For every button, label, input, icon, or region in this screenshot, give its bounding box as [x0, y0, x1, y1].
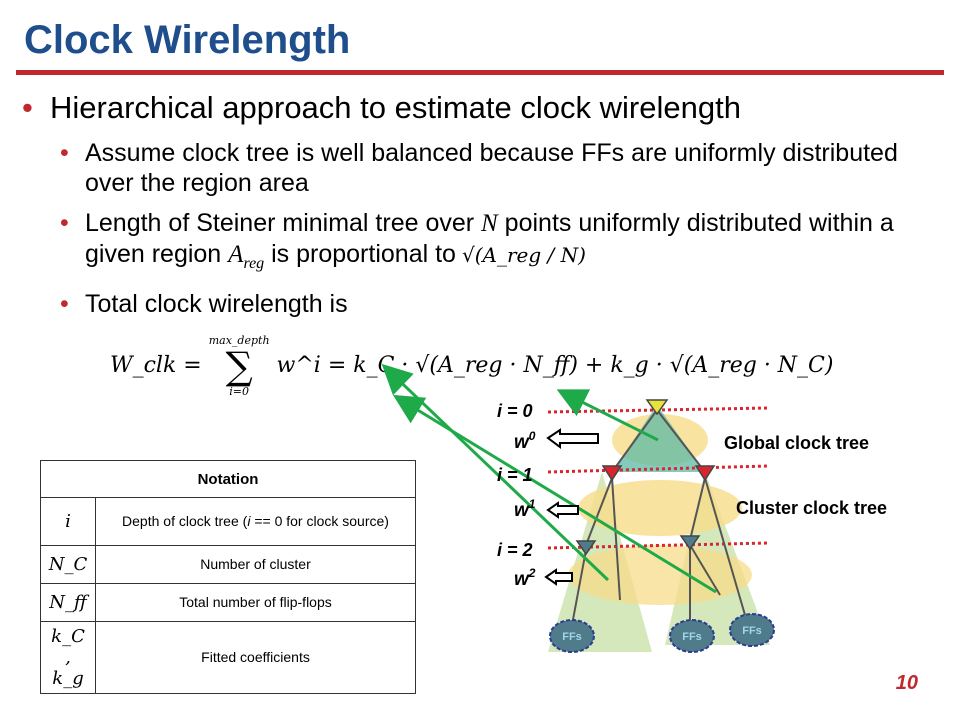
ffs-label: FFs — [742, 625, 762, 637]
steiner-text-c: is proportional to — [264, 240, 456, 268]
weight-arrow-icon-2 — [544, 568, 573, 586]
desc-text-b: == 0 for clock source) — [250, 513, 389, 529]
ffs-cluster-left: FFs — [549, 619, 595, 653]
bullet-sub-balanced: Assume clock tree is well balanced becau… — [60, 138, 942, 198]
steiner-text-a: Length of Steiner minimal tree over — [85, 209, 482, 237]
wirelength-formula: W_clk = max_depth ∑ i=0 w^i = k_C · √(A_… — [110, 334, 833, 398]
steiner-reg: reg — [243, 255, 265, 272]
global-tree-label: Global clock tree — [724, 433, 869, 453]
bullet-sub-steiner: Length of Steiner minimal tree over N po… — [60, 208, 942, 279]
weight-label-0: w0 — [514, 429, 536, 453]
title-divider — [16, 70, 944, 75]
ffs-cluster-right: FFs — [729, 613, 775, 647]
global-tree-region — [612, 405, 705, 472]
level1-node-icon — [694, 465, 716, 482]
notation-table: Notation i Depth of clock tree (i == 0 f… — [40, 460, 416, 694]
level-label-2: i = 2 — [497, 540, 533, 560]
symbol-cell: k_C , k_g — [40, 621, 96, 694]
arrow-global-to-formula — [556, 389, 659, 442]
arrow-cluster2-to-formula — [381, 363, 610, 582]
ffs-cluster-middle: FFs — [669, 619, 715, 653]
bullet-sub-total: Total clock wirelength is — [60, 289, 942, 319]
slide-title: Clock Wirelength — [24, 18, 351, 62]
cluster-tree-label: Cluster clock tree — [736, 498, 887, 518]
weight-w: w — [514, 500, 530, 521]
steiner-text-b: points uniformly distributed within a gi… — [85, 209, 894, 268]
weight-w: w — [514, 432, 530, 453]
weight-arrow-icon-1 — [546, 501, 579, 519]
level1-node-icon — [601, 465, 623, 482]
level-2-ellipse — [568, 545, 752, 605]
formula-rhs: w^i = k_C · √(A_reg · N_ff) + k_g · √(A_… — [276, 353, 834, 378]
description-cell: Fitted coefficients — [95, 621, 416, 694]
level2-node-icon — [575, 540, 597, 556]
symbol-cell: i — [40, 497, 96, 546]
steiner-a: A — [228, 241, 244, 268]
weight-arrow-icon-0 — [546, 428, 599, 449]
level-line-1 — [547, 464, 769, 474]
bullet-main: Hierarchical approach to estimate clock … — [22, 88, 942, 128]
sum-upper-limit: max_depth — [208, 334, 270, 347]
level-label-1: i = 1 — [497, 465, 533, 485]
weight-sub: 0 — [529, 429, 536, 443]
ffs-label: FFs — [562, 631, 582, 643]
table-header: Notation — [40, 460, 416, 498]
desc-text-a: Depth of clock tree ( — [122, 513, 248, 529]
weight-w: w — [514, 569, 530, 590]
sqrt-formula-inline: √(A_reg / N) — [461, 243, 586, 267]
table-row: k_C , k_g Fitted coefficients — [40, 621, 416, 694]
formula-lhs: W_clk = — [110, 353, 202, 378]
table-row: N_ff Total number of flip-flops — [40, 583, 416, 622]
weight-sub: 1 — [529, 497, 536, 511]
weight-label-2: w2 — [514, 566, 536, 590]
bullet-list: Hierarchical approach to estimate clock … — [22, 88, 942, 319]
weight-label-1: w1 — [514, 497, 536, 521]
symbol-cell: N_ff — [40, 583, 96, 622]
level-1-ellipse — [578, 480, 742, 536]
desc-italic-i: i — [247, 513, 251, 529]
level2-node-icon — [679, 535, 701, 551]
steiner-n: N — [481, 210, 498, 237]
summation-symbol: max_depth ∑ i=0 — [209, 334, 270, 398]
description-cell: Total number of flip-flops — [95, 583, 416, 622]
table-header-row: Notation — [40, 460, 416, 498]
ffs-label: FFs — [682, 631, 702, 643]
root-node-icon — [645, 399, 669, 416]
sum-lower-limit: i=0 — [229, 385, 249, 398]
page-number: 10 — [895, 672, 918, 694]
sigma-icon: ∑ — [225, 344, 253, 388]
weight-sub: 2 — [528, 566, 536, 580]
tree-branches — [571, 409, 746, 626]
level-label-0: i = 0 — [497, 401, 533, 421]
